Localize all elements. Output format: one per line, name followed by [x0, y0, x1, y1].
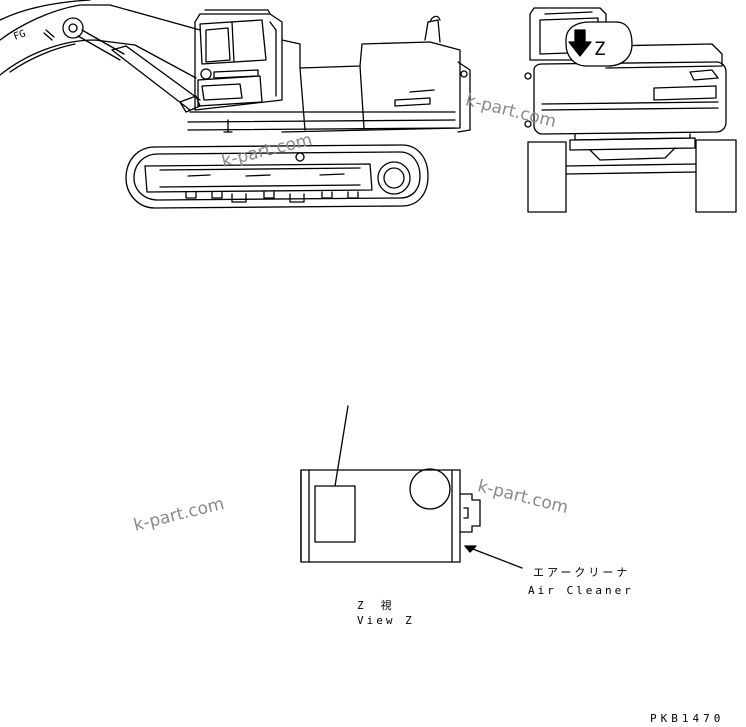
rear-right-track — [695, 139, 737, 213]
air-cleaner-leader — [464, 545, 523, 569]
drawing-code: PKB1470 — [650, 712, 725, 725]
view-caption-jp: Z 視 — [357, 599, 395, 612]
air-cleaner-label-jp: エアークリーナ — [533, 566, 631, 579]
rear-counterweight — [533, 61, 727, 135]
air-cleaner-view — [300, 405, 523, 569]
boom-cylinder — [77, 29, 201, 113]
upper-structure — [187, 15, 471, 133]
rear-left-track — [527, 141, 567, 213]
operator-cab — [194, 9, 283, 111]
crawler-track — [125, 144, 429, 209]
boom: FG — [0, 0, 201, 79]
track-rollers — [185, 191, 359, 203]
outlet-port — [459, 493, 481, 533]
decal-panel — [314, 485, 356, 543]
air-cleaner-label-en: Air Cleaner — [528, 584, 634, 597]
down-arrow-icon — [568, 29, 592, 57]
rear-cab — [529, 7, 607, 61]
rear-engine-hood — [605, 43, 723, 69]
view-z-callout — [565, 21, 633, 67]
svg-text:FG: FG — [12, 28, 27, 42]
cleaner-cap — [409, 468, 451, 510]
view-caption-en: View Z — [357, 614, 415, 627]
excavator-side-view: FG — [0, 0, 471, 209]
air-cleaner-body — [300, 469, 461, 563]
leader-line — [334, 405, 349, 487]
view-marker-label: Z — [594, 38, 606, 60]
excavator-rear-view — [524, 7, 737, 213]
